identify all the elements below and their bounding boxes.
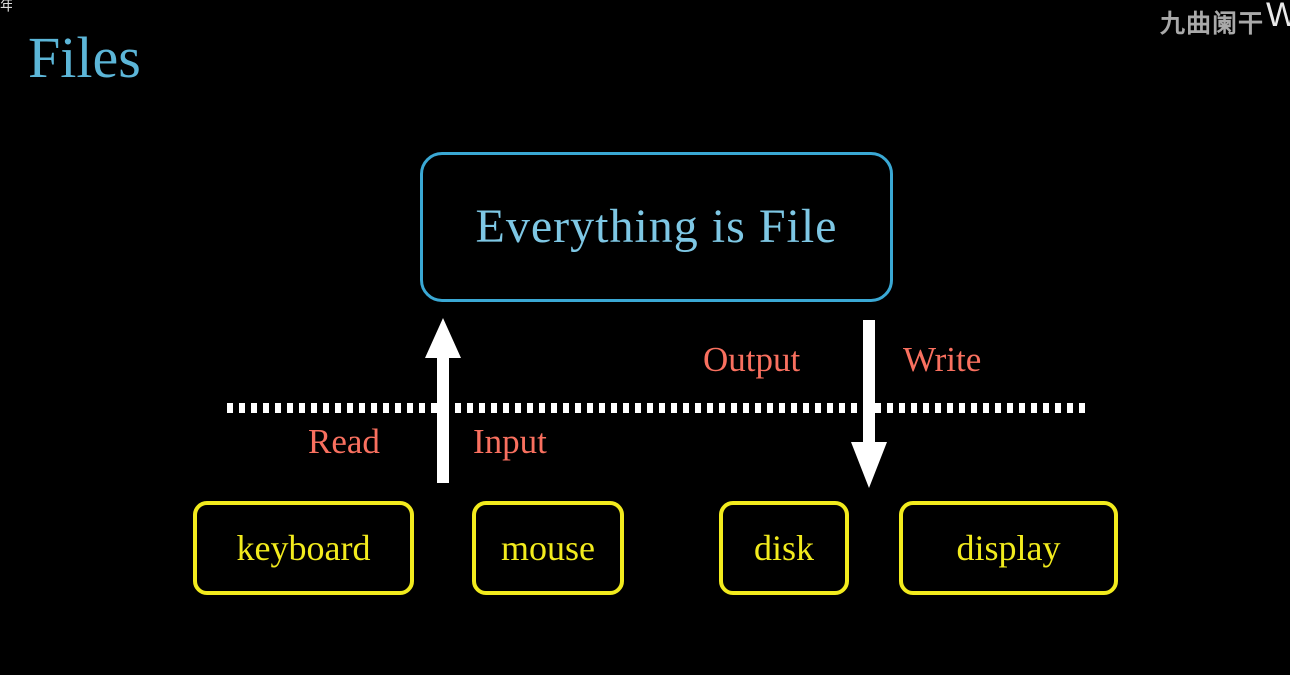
watermark-text: 九曲阑干 <box>1159 9 1264 38</box>
device-label-display: display <box>956 528 1061 568</box>
edge-glyph-artifact: W <box>1266 0 1290 34</box>
device-box-disk: disk <box>719 501 849 595</box>
device-label-mouse: mouse <box>501 528 595 568</box>
device-box-mouse: mouse <box>472 501 624 595</box>
device-box-keyboard: keyboard <box>193 501 414 595</box>
boundary-dotted-line <box>227 403 1085 413</box>
device-label-keyboard: keyboard <box>236 528 371 568</box>
input-arrow-up-icon <box>425 318 461 483</box>
flow-label-write: Write <box>903 340 982 379</box>
device-label-disk: disk <box>753 528 814 568</box>
flow-label-output: Output <box>703 340 801 379</box>
device-box-display: display <box>899 501 1118 595</box>
output-arrow-down-icon <box>851 320 887 488</box>
flow-label-read: Read <box>308 422 380 461</box>
corner-artifact-text: 年 <box>0 0 12 14</box>
page-title: Files <box>28 25 141 90</box>
concept-box: Everything is File <box>420 152 893 302</box>
flow-label-input: Input <box>473 422 547 461</box>
concept-box-label: Everything is File <box>475 200 838 253</box>
